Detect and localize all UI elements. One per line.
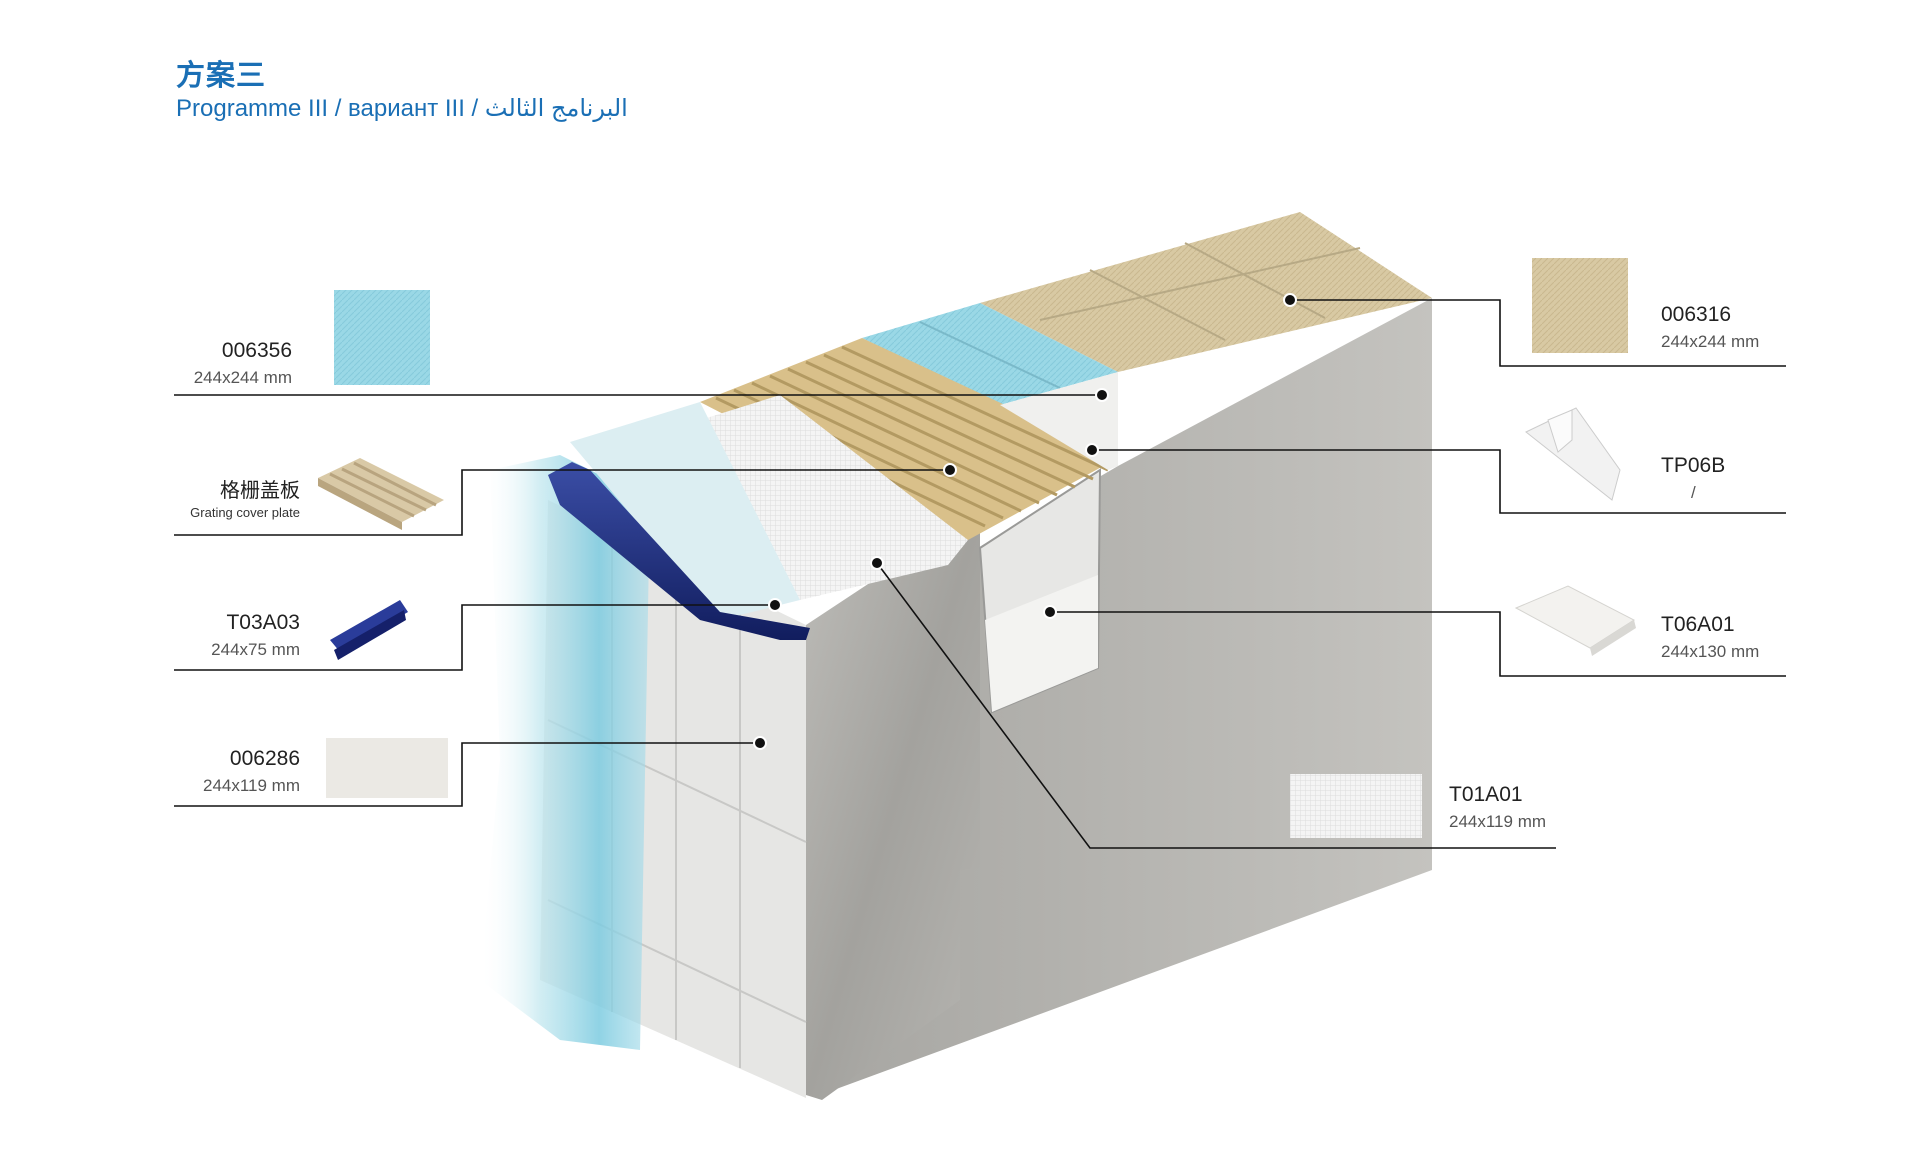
callout-t01a01-size: 244x119 mm xyxy=(1449,812,1547,831)
callout-006356-code: 006356 xyxy=(221,339,292,362)
callout-dots xyxy=(753,293,1297,750)
callout-t03a03: T03A03 244x75 mm xyxy=(211,612,300,658)
callout-t01a01: T01A01 244x119 mm xyxy=(1449,784,1546,830)
callout-006286-size: 244x119 mm xyxy=(202,776,300,795)
callout-006316-size: 244x244 mm xyxy=(1661,332,1760,351)
callout-tp06b: TP06B / xyxy=(1661,455,1725,501)
concrete-front-face xyxy=(806,510,980,1100)
t01a01-deck-tile xyxy=(700,395,968,600)
thumb-tp06b-profile xyxy=(1525,407,1621,501)
page-title: 方案三 xyxy=(176,58,267,92)
callout-grating-name-zh: 格栅盖板 xyxy=(220,478,300,502)
pool-water xyxy=(480,455,650,1050)
callout-006356-size: 244x244 mm xyxy=(193,368,292,387)
callout-006316-code: 006316 xyxy=(1661,303,1732,326)
callout-006286-code: 006286 xyxy=(229,747,300,770)
callout-t06a01: T06A01 244x130 mm xyxy=(1661,614,1759,660)
thumb-grating-cover-plate xyxy=(318,458,444,530)
thumb-t06a01-tile xyxy=(1514,585,1636,656)
callout-tp06b-size: / xyxy=(1691,483,1696,502)
callout-tp06b-code: TP06B xyxy=(1661,454,1726,477)
coping-inner-strip xyxy=(570,402,800,620)
deck-beige-tiles xyxy=(980,212,1432,372)
leader-lines xyxy=(174,299,1786,849)
callout-t01a01-code: T01A01 xyxy=(1449,783,1523,806)
callout-grating-cover-plate: 格栅盖板 Grating cover plate xyxy=(190,480,300,519)
callout-006286: 006286 244x119 mm xyxy=(203,748,300,794)
deck-blue-tile-grid xyxy=(919,321,1061,389)
callout-t06a01-size: 244x130 mm xyxy=(1661,642,1760,661)
t03a03-coping xyxy=(548,462,810,640)
gutter-channel-floor xyxy=(985,575,1098,712)
callout-t03a03-code: T03A03 xyxy=(226,611,300,634)
page-subtitle: Programme III / вариант III / البرنامج ا… xyxy=(176,95,628,122)
thumb-006286-swatch xyxy=(326,738,448,798)
thumb-t01a01-swatch xyxy=(1290,774,1422,838)
callout-t06a01-code: T06A01 xyxy=(1661,613,1735,636)
callout-006356: 006356 244x244 mm xyxy=(194,340,292,386)
thumb-006356-swatch xyxy=(334,290,430,385)
concrete-right-face xyxy=(820,298,1432,1095)
callout-006316: 006316 244x244 mm xyxy=(1661,304,1759,350)
callout-grating-name-en: Grating cover plate xyxy=(190,505,300,520)
thumb-t03a03-coping xyxy=(330,600,408,660)
deck-beige-tile-grid xyxy=(1039,242,1361,341)
callout-t03a03-size: 244x75 mm xyxy=(211,640,300,659)
thumb-006316-swatch xyxy=(1532,258,1628,353)
